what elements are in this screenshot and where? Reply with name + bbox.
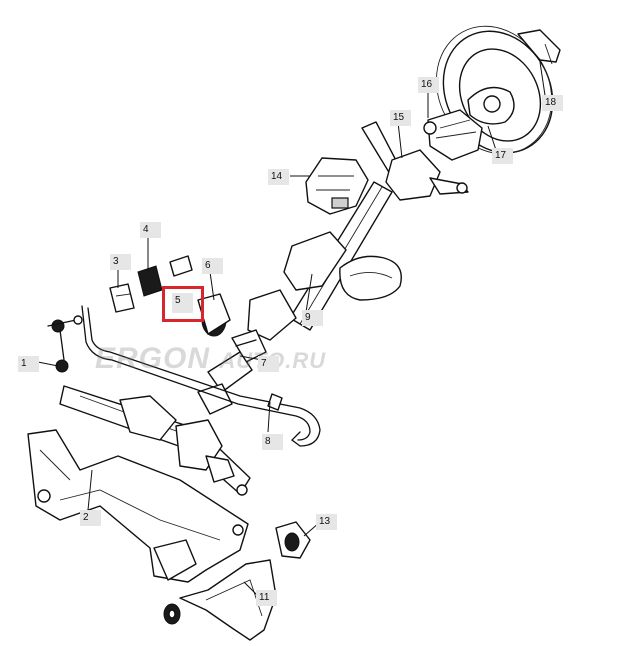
- steering-lock: [305, 157, 369, 215]
- callout-17[interactable]: 17: [492, 148, 513, 164]
- combination-switch: [361, 121, 469, 201]
- callout-8[interactable]: 8: [262, 434, 283, 450]
- callout-13[interactable]: 13: [316, 514, 337, 530]
- switch-module: [423, 109, 483, 161]
- stabilizer-bar: [81, 305, 321, 447]
- steering-rack: [59, 385, 251, 496]
- watermark-part1: ERGON: [95, 342, 211, 375]
- intermediate-shaft: [197, 329, 267, 415]
- arm-bushing: [275, 521, 311, 559]
- callout-16[interactable]: 16: [418, 77, 439, 93]
- callout-5[interactable]: 5: [172, 293, 193, 313]
- highlight-box-part-5: [162, 286, 204, 322]
- callout-3[interactable]: 3: [110, 254, 131, 270]
- bushing-group: [109, 255, 231, 337]
- callout-15[interactable]: 15: [390, 110, 411, 126]
- callout-1[interactable]: 1: [18, 356, 39, 372]
- callout-6[interactable]: 6: [202, 258, 223, 274]
- callout-18[interactable]: 18: [542, 95, 563, 111]
- callout-4[interactable]: 4: [140, 222, 161, 238]
- subframe: [27, 429, 249, 583]
- callout-14[interactable]: 14: [268, 169, 289, 185]
- callout-11[interactable]: 11: [256, 590, 277, 606]
- watermark: ERGON AUTO.RU: [95, 342, 515, 382]
- stabilizer-link: [47, 315, 83, 373]
- callout-2[interactable]: 2: [80, 510, 101, 526]
- callout-9[interactable]: 9: [302, 310, 323, 326]
- callout-7[interactable]: 7: [258, 356, 279, 372]
- steering-column: [247, 181, 402, 341]
- lower-arm: [163, 559, 277, 641]
